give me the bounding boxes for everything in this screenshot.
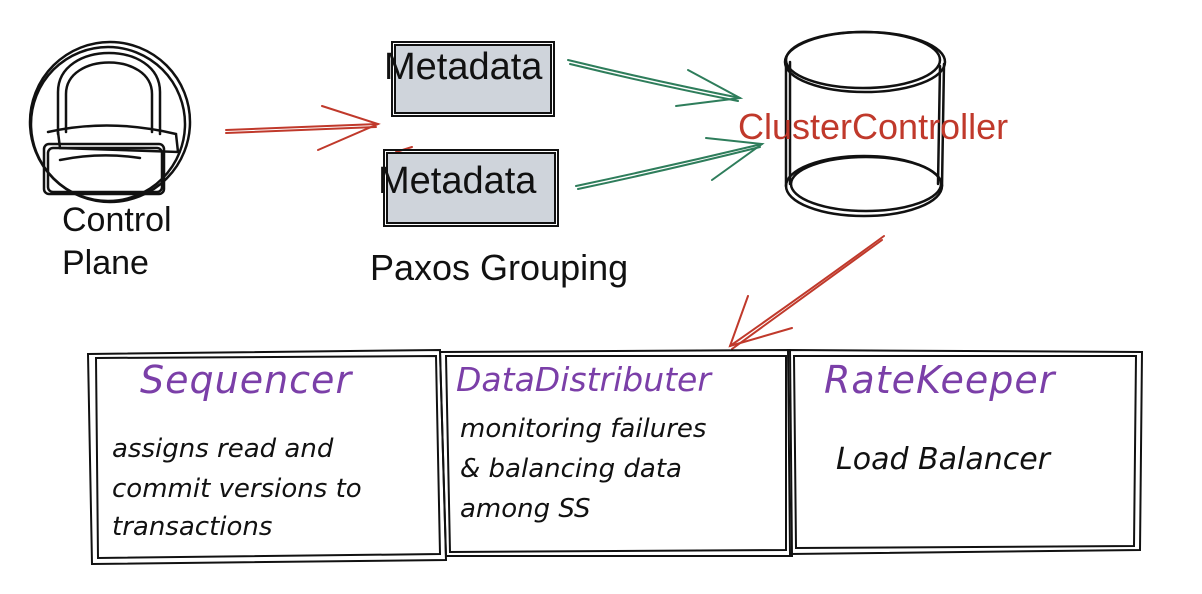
sequencer-title: Sequencer — [140, 358, 353, 402]
control-plane-label-line2: Plane — [62, 244, 149, 282]
metadata-bottom-label: Metadata — [378, 160, 537, 202]
module-box-ratekeeper-outline — [786, 348, 1144, 556]
datadistributer-desc-line2: & balancing data — [460, 454, 682, 484]
arrow-metadata-bottom-to-cluster — [575, 137, 765, 190]
datadistributer-desc-line3: among SS — [460, 494, 591, 524]
sequencer-desc-line1: assigns read and — [112, 434, 334, 464]
ratekeeper-desc-line1: Load Balancer — [836, 442, 1051, 477]
module-box-sequencer-outline — [86, 348, 448, 566]
cluster-controller-label: ClusterController — [738, 106, 1009, 147]
module-box-datadistributer-outline — [438, 348, 794, 557]
arrow-control-to-paxos — [225, 105, 381, 151]
lock-icon — [28, 40, 192, 204]
datadistributer-title: DataDistributer — [456, 360, 711, 399]
control-plane-label-line1: Control — [62, 201, 172, 239]
arrow-metadata-top-to-cluster — [567, 59, 744, 107]
metadata-box-bottom-outline — [383, 149, 559, 227]
paxos-grouping-label: Paxos Grouping — [370, 247, 629, 288]
sequencer-desc-line3: transactions — [112, 512, 273, 542]
ratekeeper-title: RateKeeper — [824, 358, 1056, 402]
metadata-box-top — [396, 46, 550, 112]
sequencer-desc-line2: commit versions to — [112, 474, 362, 504]
arrow-cluster-to-modules — [728, 235, 885, 350]
datadistributer-desc-line1: monitoring failures — [460, 414, 707, 444]
metadata-top-label: Metadata — [384, 46, 543, 88]
metadata-box-bottom — [388, 154, 554, 222]
database-cylinder-icon — [783, 30, 947, 218]
metadata-box-top-outline — [391, 41, 555, 117]
